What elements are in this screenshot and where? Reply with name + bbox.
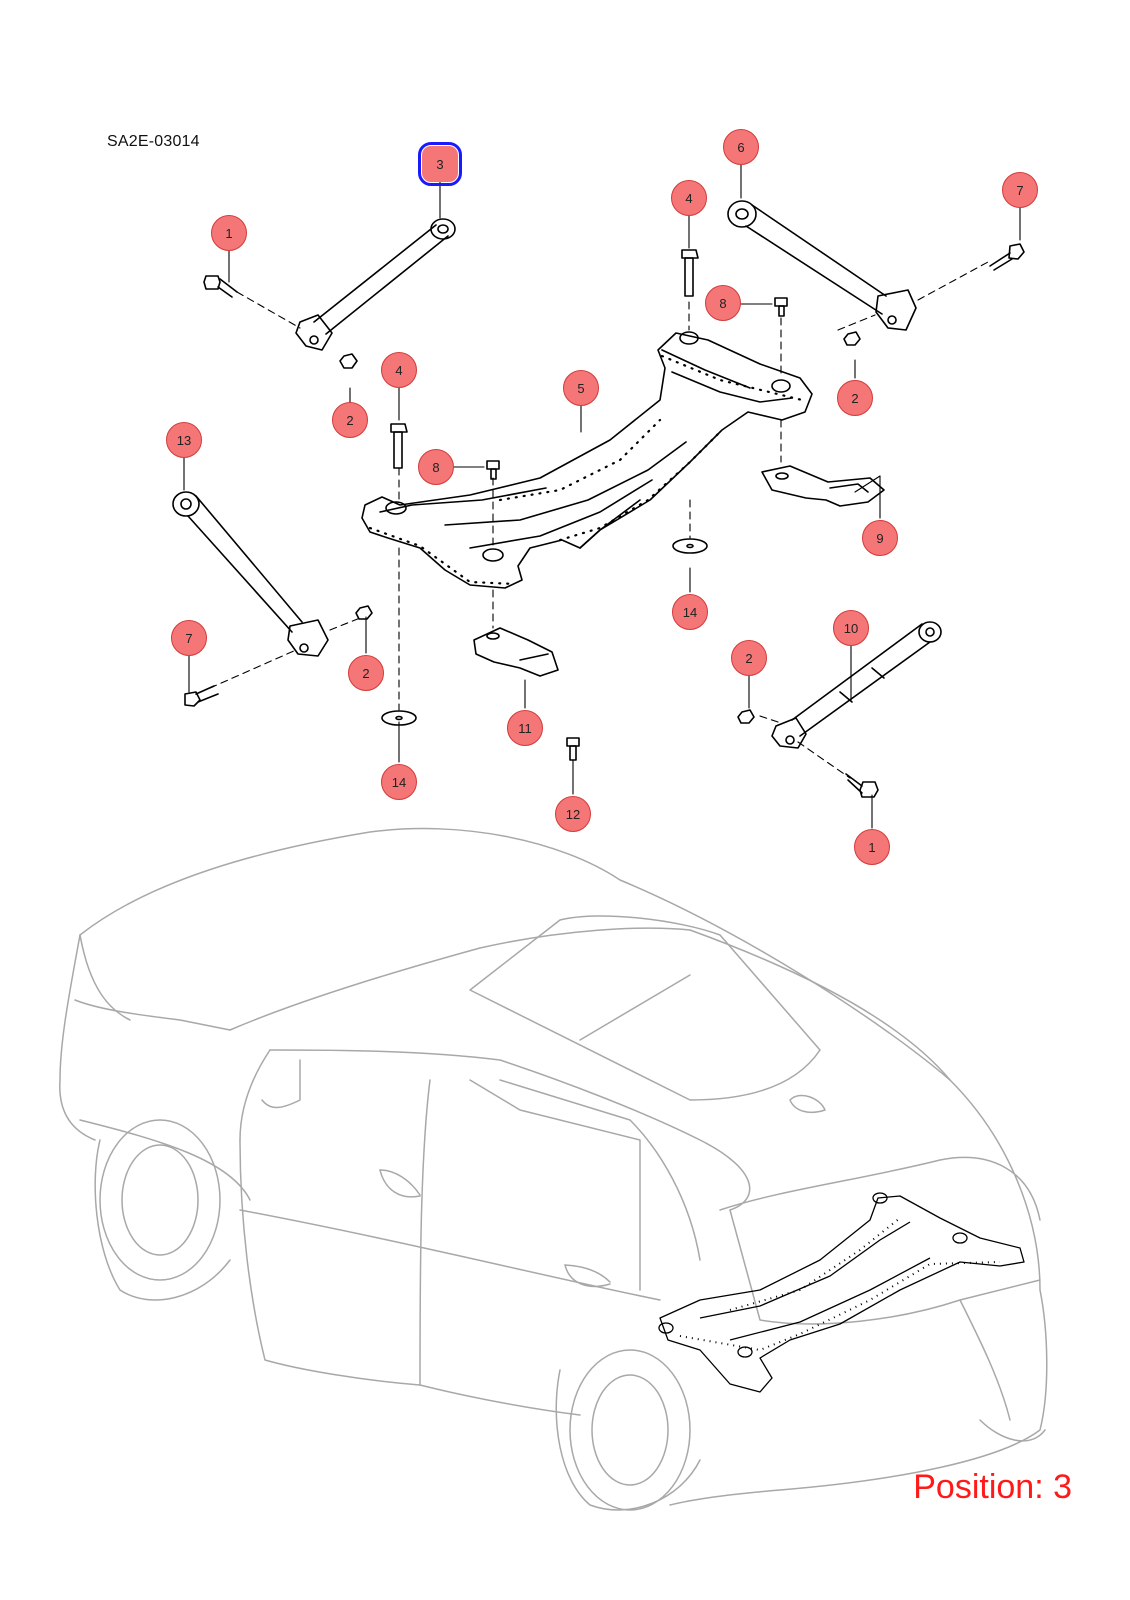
callout-4[interactable]: 4 [671,180,707,216]
part-14-washer-left [381,710,417,726]
part-6-link [727,200,917,331]
part-11-bracket [473,627,559,677]
alignment-dashes [209,261,989,779]
callout-14[interactable]: 14 [381,764,417,800]
vehicle-subframe-highlight [658,1192,1025,1393]
part-10-adjustable-link [771,621,942,749]
callout-2[interactable]: 2 [332,402,368,438]
callout-7[interactable]: 7 [1002,172,1038,208]
callout-2[interactable]: 2 [348,655,384,691]
callout-4[interactable]: 4 [381,352,417,388]
callout-14[interactable]: 14 [672,594,708,630]
diagram-id: SA2E-03014 [107,133,200,150]
callout-12[interactable]: 12 [555,796,591,832]
callout-8[interactable]: 8 [705,285,741,321]
callout-2[interactable]: 2 [837,380,873,416]
part-8-bolt-upper [774,297,788,317]
callout-6[interactable]: 6 [723,129,759,165]
position-indicator: Position: 3 [913,1468,1072,1506]
part-9-bracket [761,465,885,507]
callout-11[interactable]: 11 [507,710,543,746]
part-2-nut-right [843,331,861,346]
part-5-subframe [361,331,813,589]
callout-1[interactable]: 1 [854,829,890,865]
part-12-bolt [566,737,580,761]
callout-13[interactable]: 13 [166,422,202,458]
part-2-nut-middle [355,605,373,620]
callout-10[interactable]: 10 [833,610,869,646]
part-8-bolt-middle [486,460,500,480]
part-14-washer-right [672,538,708,554]
part-3-upper-link [295,218,456,351]
part-7-bolt-lower [184,685,219,707]
callout-2[interactable]: 2 [731,640,767,676]
callout-3-selected[interactable]: 3 [418,142,462,186]
leader-lines [183,164,1021,829]
part-1-bolt-upper [203,275,238,298]
vehicle-outline [59,827,1048,1511]
part-4-bolt-left [390,423,408,469]
part-4-bolt-right [681,249,699,297]
part-1-bolt-lower [845,773,879,798]
callout-8[interactable]: 8 [418,449,454,485]
callout-7[interactable]: 7 [171,620,207,656]
callout-1[interactable]: 1 [211,215,247,251]
part-2-nut-upper [339,353,358,369]
part-13-link [172,491,329,657]
part-7-bolt-upper [989,243,1025,271]
callout-5[interactable]: 5 [563,370,599,406]
part-2-nut-lower [737,709,755,724]
callout-9[interactable]: 9 [862,520,898,556]
